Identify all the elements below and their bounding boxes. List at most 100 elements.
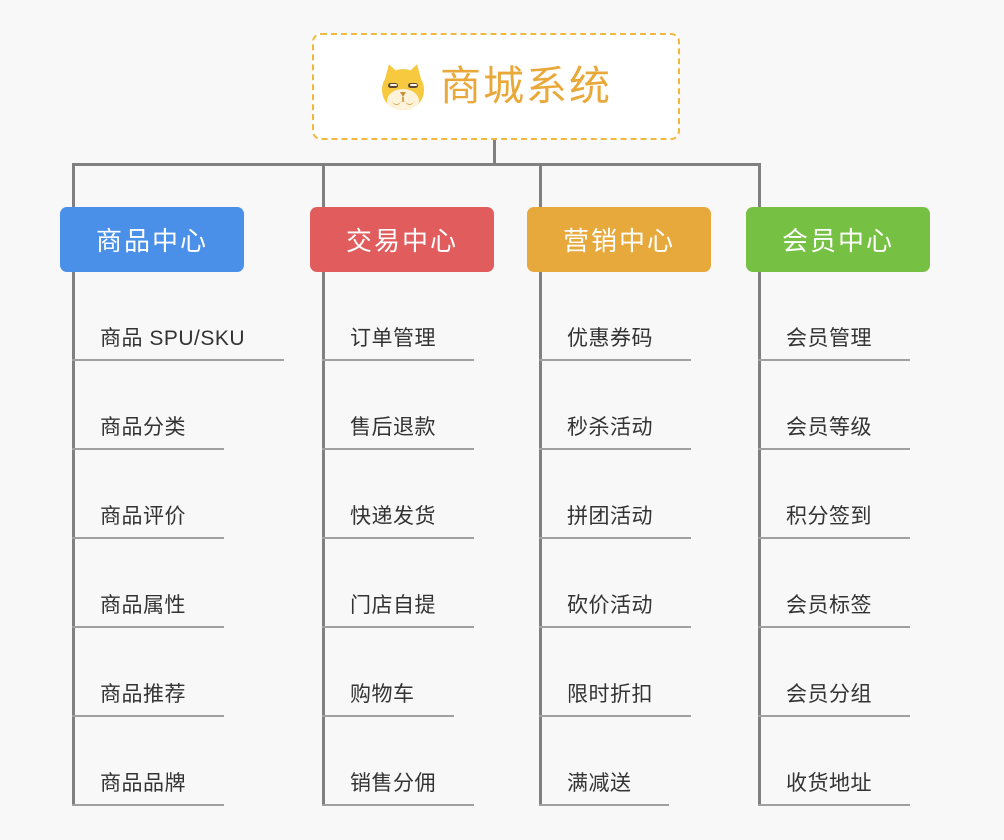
leaf-underline	[72, 448, 224, 450]
root-node-shop-system[interactable]: 商城系统	[312, 33, 680, 140]
list-item[interactable]: 秒杀活动	[527, 361, 711, 450]
list-item[interactable]: 砍价活动	[527, 539, 711, 628]
leaf-list-product-center: 商品 SPU/SKU 商品分类商品评价商品属性商品推荐商品品牌	[60, 272, 284, 806]
leaf-underline	[758, 804, 910, 806]
leaf-underline	[758, 626, 910, 628]
branch-spine-member-center	[758, 272, 761, 806]
leaf-label: 会员等级	[786, 416, 872, 439]
list-item[interactable]: 门店自提	[310, 539, 494, 628]
list-item[interactable]: 会员管理	[746, 272, 930, 361]
leaf-label: 秒杀活动	[567, 416, 653, 439]
list-item[interactable]: 满减送	[527, 717, 711, 806]
leaf-label: 销售分佣	[350, 772, 436, 795]
leaf-underline	[72, 626, 224, 628]
leaf-label: 购物车	[350, 683, 415, 706]
leaf-underline	[758, 715, 910, 717]
leaf-underline	[322, 537, 474, 539]
branch-trade-center: 交易中心订单管理售后退款快递发货门店自提购物车销售分佣	[310, 207, 494, 806]
branch-header-label: 商品中心	[95, 226, 208, 256]
branch-product-center: 商品中心商品 SPU/SKU 商品分类商品评价商品属性商品推荐商品品牌	[60, 207, 284, 806]
list-item[interactable]: 商品评价	[60, 450, 244, 539]
branch-member-center: 会员中心会员管理会员等级积分签到会员标签会员分组收货地址	[746, 207, 930, 806]
leaf-label: 收货地址	[786, 772, 872, 795]
connector-drop-trade-center	[322, 163, 325, 207]
leaf-underline	[539, 626, 691, 628]
shiba-dog-face-icon	[380, 61, 426, 110]
list-item[interactable]: 订单管理	[310, 272, 494, 361]
list-item[interactable]: 会员分组	[746, 628, 930, 717]
leaf-underline	[758, 537, 910, 539]
branch-header-marketing-center[interactable]: 营销中心	[527, 207, 711, 272]
list-item[interactable]: 购物车	[310, 628, 494, 717]
leaf-underline	[322, 626, 474, 628]
list-item[interactable]: 商品品牌	[60, 717, 244, 806]
leaf-label: 限时折扣	[567, 683, 653, 706]
leaf-underline	[322, 804, 474, 806]
connector-root-stem	[493, 140, 496, 166]
leaf-label: 商品属性	[100, 594, 186, 617]
shiba-nose	[399, 91, 406, 97]
leaf-label: 优惠券码	[567, 327, 653, 350]
list-item[interactable]: 销售分佣	[310, 717, 494, 806]
leaf-list-trade-center: 订单管理售后退款快递发货门店自提购物车销售分佣	[310, 272, 494, 806]
leaf-underline	[539, 804, 669, 806]
leaf-label: 会员管理	[786, 327, 872, 350]
leaf-list-member-center: 会员管理会员等级积分签到会员标签会员分组收货地址	[746, 272, 930, 806]
branch-header-member-center[interactable]: 会员中心	[746, 207, 930, 272]
list-item[interactable]: 积分签到	[746, 450, 930, 539]
branch-spine-trade-center	[322, 272, 325, 806]
leaf-underline	[539, 715, 691, 717]
list-item[interactable]: 会员标签	[746, 539, 930, 628]
list-item[interactable]: 收货地址	[746, 717, 930, 806]
branch-header-label: 会员中心	[781, 226, 894, 256]
shiba-eye-right	[408, 82, 418, 88]
list-item[interactable]: 售后退款	[310, 361, 494, 450]
leaf-label: 商品品牌	[100, 772, 186, 795]
leaf-label: 满减送	[567, 772, 632, 795]
leaf-label: 门店自提	[350, 594, 436, 617]
shiba-mouth	[402, 96, 404, 102]
list-item[interactable]: 商品分类	[60, 361, 244, 450]
leaf-underline	[72, 537, 224, 539]
leaf-label: 订单管理	[350, 327, 436, 350]
list-item[interactable]: 商品属性	[60, 539, 244, 628]
branch-marketing-center: 营销中心优惠券码秒杀活动拼团活动砍价活动限时折扣满减送	[527, 207, 711, 806]
branch-header-product-center[interactable]: 商品中心	[60, 207, 244, 272]
list-item[interactable]: 限时折扣	[527, 628, 711, 717]
list-item[interactable]: 快递发货	[310, 450, 494, 539]
leaf-label: 商品评价	[100, 505, 186, 528]
leaf-label: 商品分类	[100, 416, 186, 439]
leaf-underline	[72, 359, 284, 361]
leaf-underline	[72, 715, 224, 717]
leaf-label: 商品 SPU/SKU	[100, 327, 246, 350]
shiba-smile-right	[405, 98, 414, 105]
list-item[interactable]: 商品 SPU/SKU	[60, 272, 284, 361]
leaf-underline	[539, 359, 691, 361]
branch-header-label: 营销中心	[562, 226, 675, 256]
leaf-list-marketing-center: 优惠券码秒杀活动拼团活动砍价活动限时折扣满减送	[527, 272, 711, 806]
branch-header-label: 交易中心	[345, 226, 458, 256]
connector-drop-marketing-center	[539, 163, 542, 207]
leaf-label: 积分签到	[786, 505, 872, 528]
leaf-underline	[322, 359, 474, 361]
shiba-eye-left	[388, 82, 398, 88]
leaf-label: 会员分组	[786, 683, 872, 706]
list-item[interactable]: 商品推荐	[60, 628, 244, 717]
leaf-label: 售后退款	[350, 416, 436, 439]
leaf-label: 快递发货	[350, 505, 436, 528]
leaf-label: 砍价活动	[567, 594, 653, 617]
leaf-underline	[758, 359, 910, 361]
leaf-underline	[72, 804, 224, 806]
branch-spine-marketing-center	[539, 272, 542, 806]
list-item[interactable]: 拼团活动	[527, 450, 711, 539]
branch-header-trade-center[interactable]: 交易中心	[310, 207, 494, 272]
list-item[interactable]: 会员等级	[746, 361, 930, 450]
list-item[interactable]: 优惠券码	[527, 272, 711, 361]
leaf-label: 商品推荐	[100, 683, 186, 706]
leaf-underline	[758, 448, 910, 450]
leaf-underline	[539, 448, 691, 450]
leaf-underline	[322, 448, 474, 450]
shiba-head	[382, 68, 424, 110]
leaf-underline	[322, 715, 454, 717]
